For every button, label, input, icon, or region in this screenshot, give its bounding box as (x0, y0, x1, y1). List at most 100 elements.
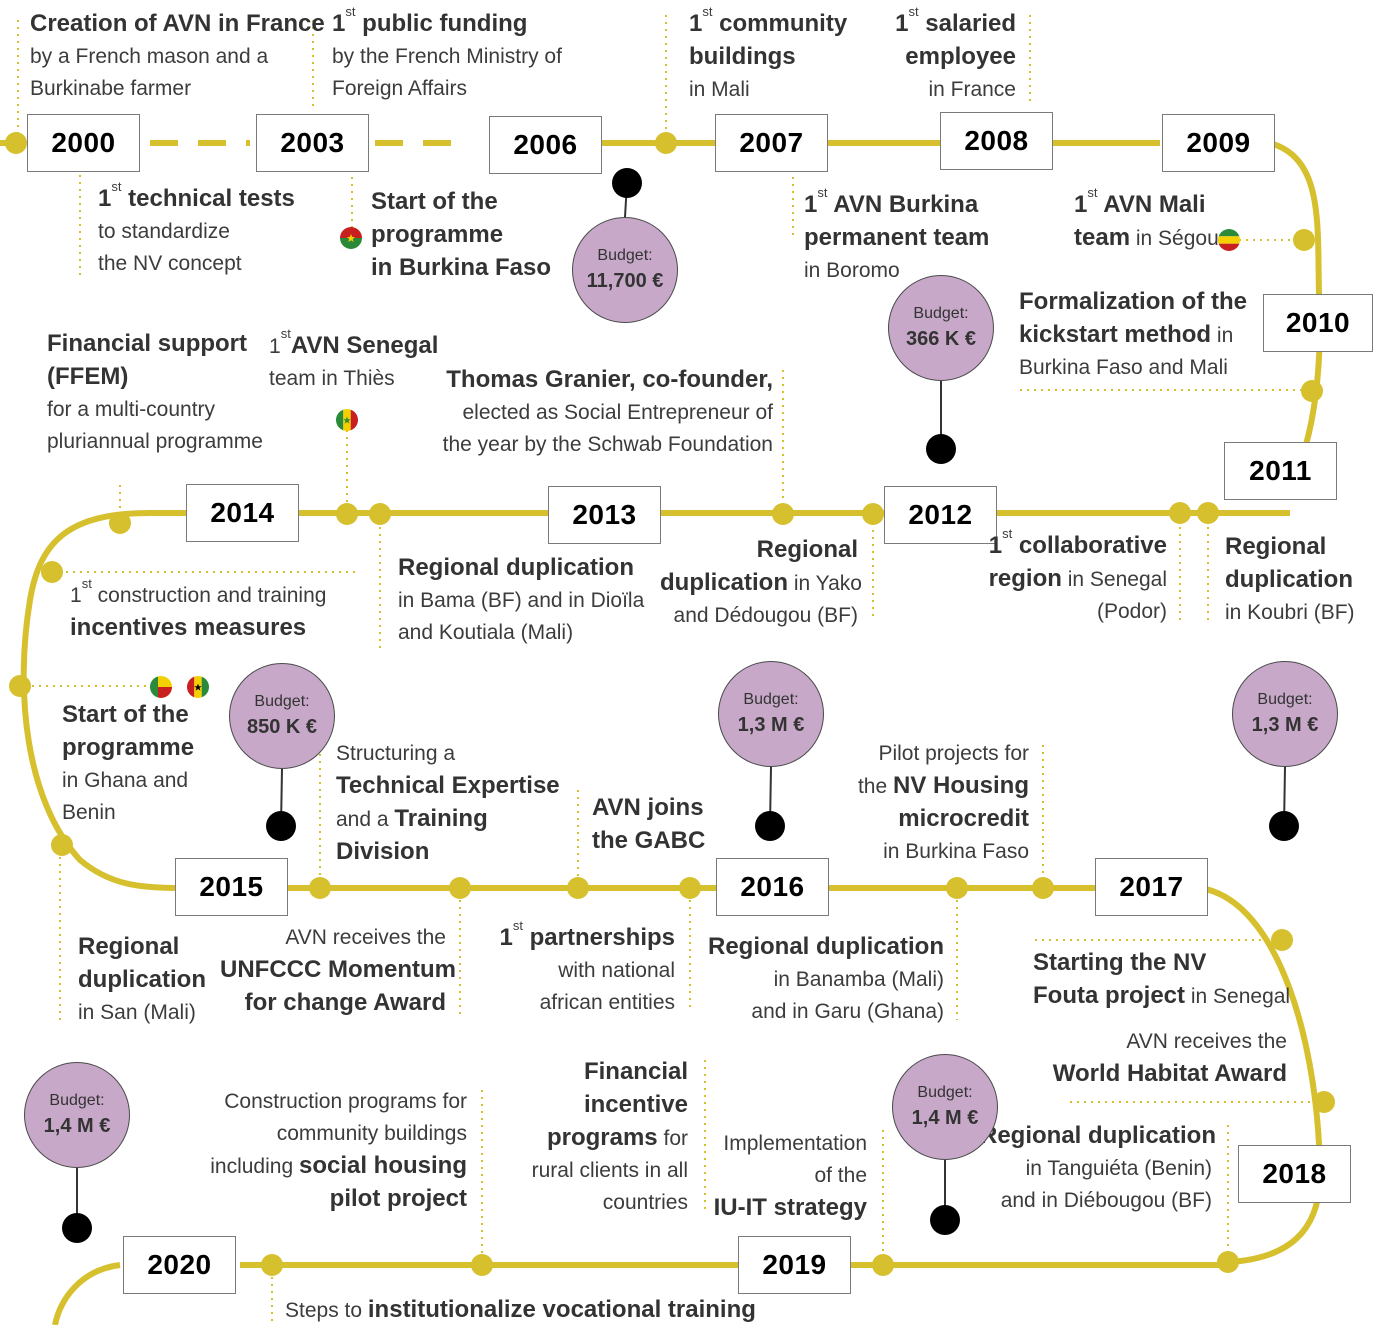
event-line: in Boromo (804, 255, 989, 287)
event-text: Formalization of the (1019, 288, 1247, 315)
event-text: AVN Burkina (827, 191, 979, 218)
event-line: and Koutiala (Mali) (398, 617, 644, 649)
event-text: duplication (78, 966, 206, 993)
event-line: for change Award (220, 987, 446, 1020)
event-text: AVN receives the (285, 926, 446, 949)
event-text: Creation of AVN in France (30, 10, 325, 37)
event-line: duplication in Yako (660, 567, 862, 600)
event-line: in Koubri (BF) (1225, 597, 1355, 629)
event-line: World Habitat Award (1040, 1058, 1287, 1091)
event-text: the NV concept (98, 252, 242, 275)
event-text: the year by the Schwab Foundation (442, 433, 773, 456)
budget-bubble-2016: Budget:1,3 M € (718, 661, 824, 767)
mali-flag-icon (1218, 229, 1240, 251)
event-line: Construction programs for (200, 1086, 467, 1118)
event-text: AVN receives the (1126, 1030, 1287, 1053)
event-line: by a French mason and a (30, 41, 325, 73)
event-text: in France (928, 78, 1016, 101)
event-line: the GABC (592, 825, 705, 858)
event-text: pilot project (329, 1185, 467, 1212)
year-2008: 2008 (940, 112, 1053, 170)
event-text: collaborative (1012, 532, 1167, 559)
event-line: team in Ségou (1074, 222, 1219, 255)
event-text: 1 (332, 10, 346, 37)
event-line: AVN receives the (220, 922, 446, 954)
event-line: rural clients in all (500, 1155, 688, 1187)
event-text: Regional duplication (707, 933, 944, 960)
event-text: with national (558, 959, 675, 982)
event-text: community buildings (276, 1122, 467, 1145)
event-line: of the (700, 1160, 867, 1192)
event-line: 1st community (689, 5, 847, 41)
budget-pin (266, 811, 296, 841)
event-line: to standardize (98, 216, 295, 248)
event-line: in France (880, 74, 1016, 106)
event-line: Starting the NV (1033, 947, 1290, 980)
event-text: by a French mason and a (30, 45, 269, 68)
event-text: Training (394, 805, 488, 832)
event-text: in (1211, 324, 1234, 347)
event-text: duplication (660, 569, 788, 596)
event-institutionalize: Steps to institutionalize vocational tra… (285, 1294, 756, 1327)
year-2003: 2003 (256, 114, 369, 172)
event-line: with national (480, 955, 675, 987)
event-text: and Dédougou (BF) (673, 604, 858, 627)
event-construction-programs: Construction programs for community build… (200, 1086, 467, 1216)
year-2016: 2016 (716, 858, 829, 916)
event-text: programme (62, 734, 195, 761)
event-line: duplication (1225, 564, 1355, 597)
event-text: and in Garu (Ghana) (751, 1000, 944, 1023)
event-line: programme (62, 732, 194, 765)
event-line: in San (Mali) (78, 997, 206, 1029)
year-2000: 2000 (27, 114, 140, 172)
event-line: Regional (660, 534, 858, 567)
event-text: Steps to (285, 1299, 368, 1322)
event-line: the year by the Schwab Foundation (430, 429, 773, 461)
budget-bubble-2015: Budget:850 K € (229, 663, 335, 769)
event-text: st (345, 4, 356, 19)
event-text: Starting the NV (1033, 949, 1207, 976)
event-text: 1 (499, 924, 513, 951)
event-text: Foreign Affairs (332, 77, 468, 100)
event-text: incentives measures (70, 614, 307, 641)
event-text: in Bama (BF) and in Dioïla (398, 589, 645, 612)
event-line: (Podor) (980, 596, 1167, 628)
event-text: st (111, 179, 122, 194)
year-2017: 2017 (1095, 858, 1208, 916)
year-2010: 2010 (1263, 294, 1373, 352)
event-text: in Senegal (1185, 985, 1291, 1008)
event-line: african entities (480, 987, 675, 1019)
event-line: Start of the (371, 186, 551, 219)
event-text: by the French Ministry of (332, 45, 562, 68)
event-text: programs (546, 1124, 658, 1151)
event-line: pilot project (200, 1183, 467, 1216)
event-line: Formalization of the (1019, 286, 1247, 319)
event-text: in Mali (689, 78, 750, 101)
event-line: in Banamba (Mali) (700, 964, 944, 996)
event-text: Financial support (47, 330, 248, 357)
event-text: team (1074, 224, 1131, 251)
event-text: in Burkina Faso (371, 254, 552, 281)
event-text: in Ghana and (62, 769, 189, 792)
event-line: 1st construction and training (70, 577, 326, 612)
event-line: Regional (78, 931, 206, 964)
event-text: in Boromo (804, 259, 900, 282)
event-text: in Koubri (BF) (1225, 601, 1355, 624)
event-line: Division (336, 836, 560, 869)
event-line: community buildings (200, 1118, 467, 1150)
event-text: Burkina Faso and Mali (1019, 356, 1228, 379)
event-line: and in Garu (Ghana) (700, 996, 944, 1028)
event-text: in Tanguiéta (Benin) (1025, 1157, 1212, 1180)
event-text: Technical Expertise (336, 772, 560, 799)
